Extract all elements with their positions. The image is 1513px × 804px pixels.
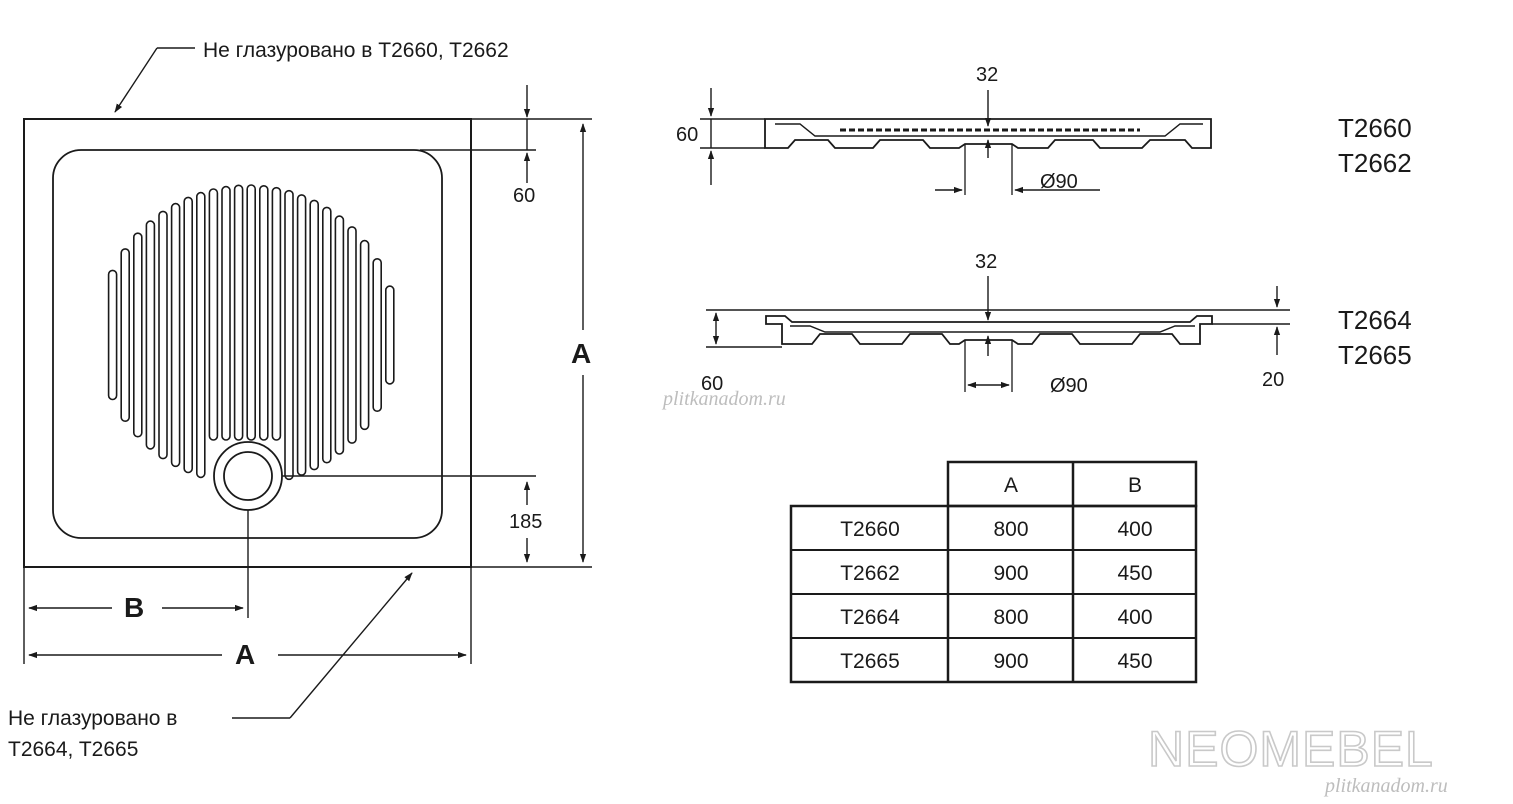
table-row-b: 450: [1117, 650, 1152, 673]
dim-a-bottom-label: A: [235, 639, 255, 670]
section-top-labels: 60 32 Ø90 T2660 T2662: [676, 64, 1412, 193]
drain-inner: [223, 451, 273, 501]
anti-slip-slot: [170, 202, 181, 468]
watermark-brand: NEOMEBEL: [1148, 721, 1434, 777]
section-top-center-label: 32: [976, 64, 998, 86]
anti-slip-slot: [246, 184, 256, 441]
anti-slip-slot: [321, 206, 332, 464]
anti-slip-slots: [107, 184, 395, 481]
table-row-a: 800: [993, 606, 1028, 629]
anti-slip-slot: [107, 269, 118, 401]
model-t2660-label: T2660: [1338, 113, 1412, 143]
section-bottom-center-label: 32: [975, 251, 997, 273]
anti-slip-slot: [372, 257, 383, 412]
section-bottom-drain-label: Ø90: [1050, 375, 1088, 397]
plan-dimensions: [23, 47, 592, 719]
table-row-model: T2662: [840, 562, 900, 585]
section-bottom: [765, 315, 1213, 392]
watermark-site-bottom: plitkanadom.ru: [1323, 775, 1448, 797]
plan-labels: Не глазуровано в T2660, T2662 Не глазуро…: [8, 39, 591, 761]
table-row-a: 800: [993, 518, 1028, 541]
model-t2664-label: T2664: [1338, 305, 1412, 335]
model-t2662-label: T2662: [1338, 148, 1412, 178]
section-bottom-dimensions: [706, 276, 1290, 389]
plan-view: [23, 118, 472, 568]
watermarks: plitkanadom.ru NEOMEBEL plitkanadom.ru: [661, 388, 1448, 797]
anti-slip-slot: [208, 188, 219, 441]
dim-drain-label: 185: [509, 511, 542, 533]
anti-slip-slot: [158, 210, 168, 460]
anti-slip-slot: [233, 184, 244, 441]
size-table: [789, 460, 1198, 684]
section-bottom-height-label: 60: [701, 373, 723, 395]
bottom-unglazed-note-line1: Не глазуровано в: [8, 707, 177, 730]
anti-slip-slot: [359, 239, 370, 431]
table-row-model: T2665: [840, 650, 900, 673]
anti-slip-slot: [309, 199, 320, 471]
section-top-height-label: 60: [676, 124, 698, 146]
anti-slip-slot: [284, 189, 294, 481]
table-row-model: T2664: [840, 606, 900, 629]
watermark-site-top: plitkanadom.ru: [661, 388, 786, 410]
size-table-text: A B T2660 800 400 T2662 900 450 T2664 80…: [840, 474, 1152, 673]
table-header-a: A: [1004, 474, 1018, 497]
table-header-b: B: [1128, 474, 1142, 497]
section-bottom-labels: 60 32 Ø90 20 T2664 T2665: [701, 251, 1412, 397]
table-row-a: 900: [993, 562, 1028, 585]
table-row-a: 900: [993, 650, 1028, 673]
dim-b-label: B: [124, 592, 144, 623]
table-row-b: 400: [1117, 606, 1152, 629]
dim-a-side-label: A: [571, 338, 591, 369]
bottom-unglazed-note-line2: T2664, T2665: [8, 738, 138, 761]
anti-slip-slot: [384, 285, 395, 385]
dim-rim-label: 60: [513, 185, 535, 207]
section-top: [764, 118, 1212, 195]
anti-slip-slot: [120, 248, 130, 422]
anti-slip-slot: [271, 186, 282, 441]
section-top-dimensions: [700, 88, 1100, 194]
anti-slip-slot: [347, 226, 357, 444]
table-row-model: T2660: [840, 518, 900, 541]
anti-slip-slot: [221, 185, 231, 441]
section-bottom-profile: [765, 315, 1213, 345]
table-row-b: 400: [1117, 518, 1152, 541]
model-t2665-label: T2665: [1338, 340, 1412, 370]
top-unglazed-note: Не глазуровано в T2660, T2662: [203, 39, 509, 62]
anti-slip-slot: [334, 215, 345, 455]
section-bottom-lip-label: 20: [1262, 369, 1284, 391]
anti-slip-slot: [258, 185, 269, 441]
anti-slip-slot: [296, 194, 307, 476]
table-row-b: 450: [1117, 562, 1152, 585]
anti-slip-slot: [196, 191, 206, 479]
anti-slip-slot: [183, 196, 193, 474]
anti-slip-slot: [145, 220, 156, 450]
anti-slip-slot: [133, 232, 143, 438]
section-top-drain-label: Ø90: [1040, 171, 1078, 193]
